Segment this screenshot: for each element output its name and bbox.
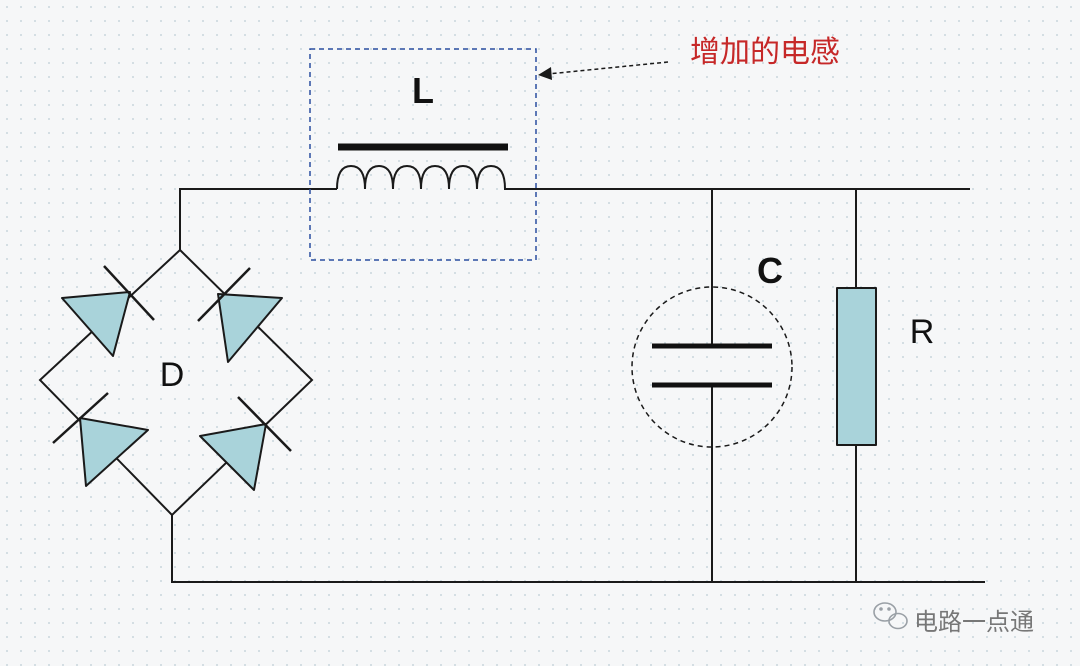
diode-lower-right bbox=[199, 396, 292, 491]
watermark-text: 电路一点通 bbox=[914, 608, 1034, 636]
annotation: 增加的电感 bbox=[538, 35, 840, 80]
resistor-label: R bbox=[910, 313, 935, 351]
diode-upper-right bbox=[197, 267, 283, 363]
top-wire bbox=[179, 188, 970, 250]
inductor-highlight-box bbox=[309, 48, 537, 261]
annotation-text: 增加的电感 bbox=[690, 35, 840, 70]
capacitor-label: C bbox=[757, 250, 783, 291]
diode-lower-left bbox=[52, 392, 149, 487]
inductor-coil bbox=[336, 164, 510, 190]
diode-upper-left bbox=[61, 265, 155, 357]
inductor: L bbox=[309, 48, 537, 261]
capacitor-highlight-circle bbox=[631, 286, 793, 448]
bottom-wire bbox=[171, 515, 985, 583]
wechat-icon bbox=[873, 602, 908, 630]
resistor: R bbox=[836, 189, 935, 582]
diode-bridge: D bbox=[38, 248, 314, 517]
resistor-body bbox=[836, 287, 877, 446]
inductor-label: L bbox=[412, 70, 434, 111]
watermark: 电路一点通 bbox=[873, 602, 1034, 636]
diode-bridge-label: D bbox=[160, 356, 185, 394]
capacitor: C bbox=[631, 189, 793, 582]
annotation-arrowhead bbox=[538, 67, 552, 80]
annotation-arrow bbox=[547, 61, 669, 75]
